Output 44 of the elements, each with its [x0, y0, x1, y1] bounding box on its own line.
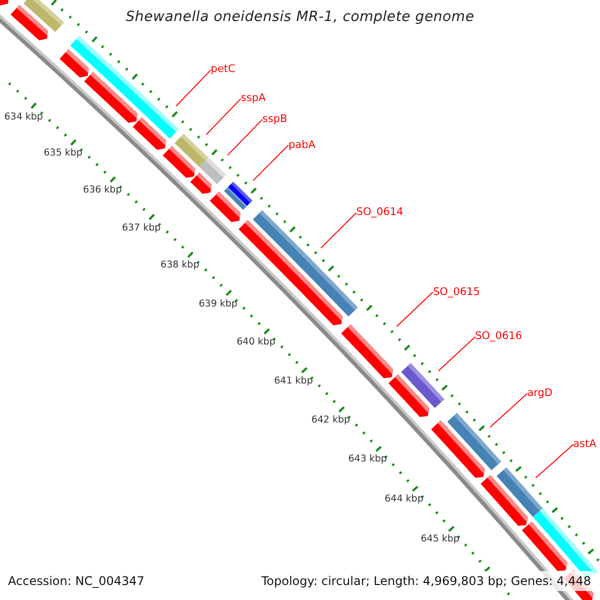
gene-label: SO_0614	[356, 206, 404, 220]
scale-label: 635 kbp	[44, 148, 82, 159]
leader-line	[252, 144, 289, 181]
gene-bar	[174, 134, 208, 167]
scale-label: 643 kbp	[348, 454, 387, 465]
map-title: Shewanella oneidensis MR-1, complete genome	[126, 9, 474, 26]
gene-label: sspA	[240, 92, 266, 106]
accession-text: Accession: NC_004347	[8, 573, 144, 589]
leader-line	[438, 336, 476, 372]
scale-label: 638 kbp	[160, 260, 200, 271]
cds-block	[341, 324, 394, 378]
gene-bar	[252, 210, 358, 316]
leader-line	[320, 212, 357, 249]
gene-bar	[224, 187, 248, 210]
gene-label: sspB	[262, 113, 288, 126]
gene-bar	[198, 157, 226, 184]
scale-label: 636 kbp	[83, 184, 122, 196]
genome-stats-text: Topology: circular; Length: 4,969,803 bp; Genes: 4,448	[258, 571, 594, 591]
gene-bar	[144, 104, 179, 139]
scale-label: 634 kbp	[4, 111, 43, 122]
leader-line	[176, 69, 212, 106]
cds-block	[0, 0, 9, 6]
gene-bar	[70, 36, 104, 69]
gene-bar	[95, 59, 153, 114]
leader-line	[490, 393, 528, 428]
gene-bar	[496, 467, 543, 517]
gene-label: SO_0615	[433, 286, 480, 298]
gene-label: pabA	[288, 138, 316, 152]
scale-label: 639 kbp	[198, 298, 238, 309]
leader-line	[396, 292, 434, 327]
gene-label: petC	[210, 63, 236, 76]
gene-label: SO_0616	[475, 330, 522, 344]
gene-label: astA	[573, 438, 596, 452]
scale-label: 644 kbp	[384, 493, 424, 504]
gene-bar	[447, 412, 502, 470]
gene-bar	[401, 363, 444, 408]
gene-label: argD	[527, 387, 553, 400]
gene-bar	[24, 0, 64, 32]
scale-label: 641 kbp	[274, 375, 313, 386]
scale-label: 645 kbp	[420, 533, 460, 544]
scale-label: 640 kbp	[236, 336, 276, 348]
scale-label: 642 kbp	[311, 414, 350, 426]
scale-label: 637 kbp	[122, 222, 161, 234]
cds-block	[190, 172, 212, 194]
